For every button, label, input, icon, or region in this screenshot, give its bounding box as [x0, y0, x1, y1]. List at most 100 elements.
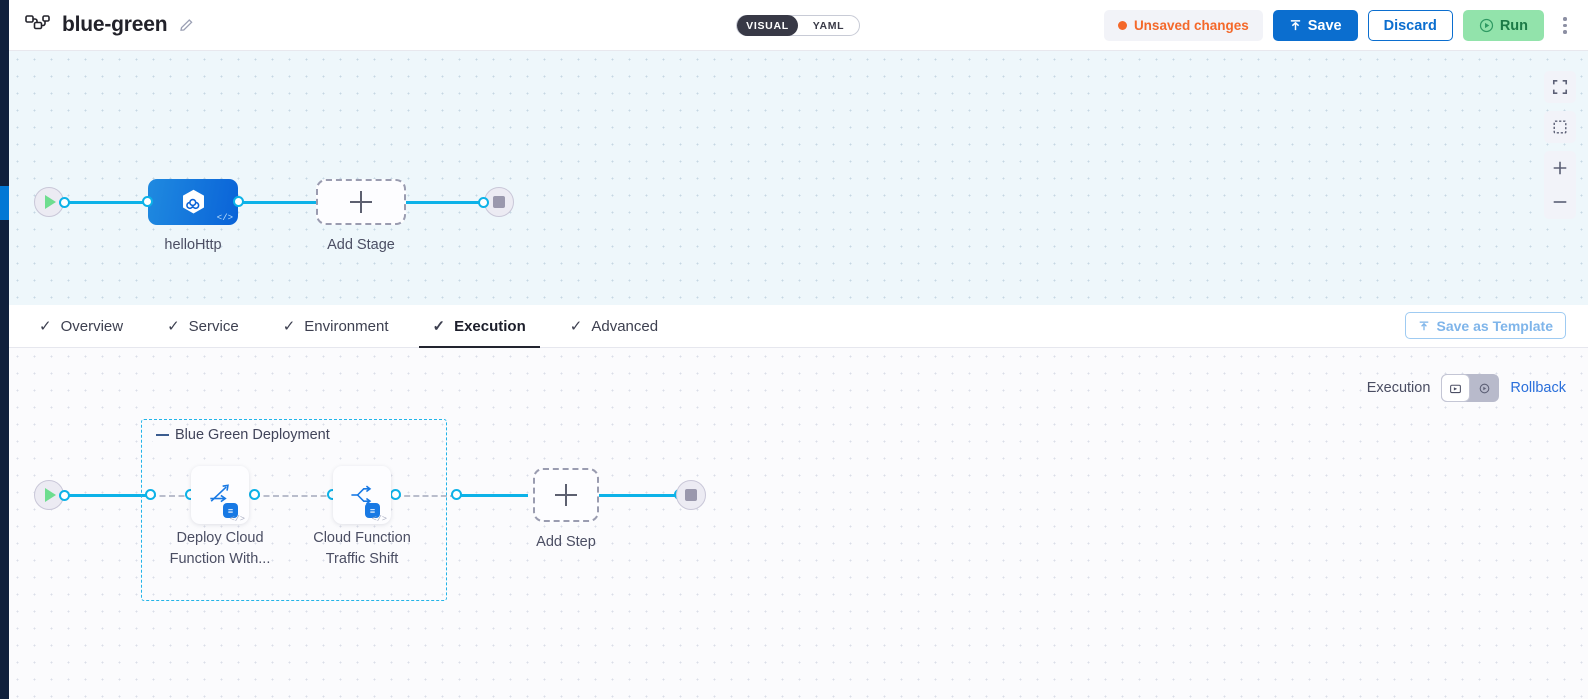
group-title-label: Blue Green Deployment: [175, 427, 330, 443]
plus-icon-v: [565, 484, 567, 506]
view-mode-toggle[interactable]: VISUAL YAML: [736, 15, 860, 36]
discard-label: Discard: [1383, 17, 1437, 34]
header-actions: Unsaved changes Save Discard Run: [1103, 10, 1574, 41]
step-node-label: Cloud Function Traffic Shift: [313, 530, 411, 567]
execution-view-icon[interactable]: [1441, 374, 1471, 402]
add-stage-label: Add Stage: [327, 237, 395, 253]
start-node-port[interactable]: [59, 197, 70, 208]
execution-toolbar: Execution Rollback: [1367, 374, 1566, 402]
rollback-link[interactable]: Rollback: [1510, 380, 1566, 396]
add-step-button[interactable]: [533, 468, 599, 522]
execution-start-port[interactable]: [59, 490, 70, 501]
code-glyph-icon: </>: [216, 213, 233, 223]
stop-icon: [685, 489, 697, 501]
left-nav-rail: [0, 0, 9, 699]
tab-overview[interactable]: ✓ Overview: [25, 305, 137, 348]
add-step-label: Add Step: [536, 534, 596, 550]
edge-addstage-to-end: [394, 201, 490, 204]
zoom-in-icon[interactable]: [1544, 151, 1576, 185]
step-node-traffic-shift[interactable]: ≡ </> Cloud Function Traffic Shift: [313, 466, 411, 567]
save-button[interactable]: Save: [1272, 10, 1358, 41]
step-node-deploy-cloud-function[interactable]: ≡ </> Deploy Cloud Function With...: [170, 466, 270, 567]
check-icon: ✓: [39, 318, 52, 335]
traffic-shift-icon: [351, 485, 372, 505]
play-circle-icon: [1479, 18, 1493, 33]
kebab-menu-icon[interactable]: [1556, 10, 1574, 41]
start-node[interactable]: [34, 187, 70, 217]
step-node-body[interactable]: ≡ </>: [191, 466, 249, 524]
execution-end-node[interactable]: [676, 480, 706, 510]
tab-environment-label: Environment: [304, 317, 389, 335]
add-step-node[interactable]: Add Step: [533, 468, 599, 550]
check-icon: ✓: [282, 318, 296, 335]
step2-output-port[interactable]: [390, 489, 401, 500]
stage-node-hellohttp[interactable]: </> helloHttp: [142, 179, 244, 253]
step-node-body[interactable]: ≡ </>: [333, 466, 391, 524]
page-title: blue-green: [62, 13, 168, 36]
tab-service[interactable]: ✓ Service: [153, 305, 253, 348]
stage-group-blue-green-deployment[interactable]: [141, 419, 447, 601]
group-input-port[interactable]: [145, 489, 156, 500]
play-icon: [45, 488, 56, 502]
gcp-badge-icon: ≡: [365, 503, 380, 518]
add-stage-node[interactable]: Add Stage: [316, 179, 406, 253]
tab-execution[interactable]: ✓ Execution: [418, 305, 541, 349]
code-glyph-icon: </>: [229, 514, 245, 524]
edge-group-to-step1: [150, 495, 194, 497]
save-as-template-label: Save as Template: [1436, 317, 1553, 334]
edge-step1-to-step2: [254, 495, 336, 497]
stage-node-input-port[interactable]: [142, 196, 153, 207]
template-upload-icon: [1419, 321, 1428, 330]
discard-button[interactable]: Discard: [1367, 10, 1453, 41]
header-left-group: blue-green: [9, 13, 195, 37]
step-node-label: Deploy Cloud Function With...: [169, 530, 271, 567]
tab-service-label: Service: [188, 317, 239, 335]
stage-node-body[interactable]: </>: [148, 179, 238, 225]
rollback-view-icon[interactable]: [1470, 374, 1499, 402]
execution-canvas[interactable]: ≡ </> Deploy Cloud Function With... ≡ </…: [9, 348, 1588, 699]
step1-output-port[interactable]: [249, 489, 260, 500]
gcp-badge-icon: ≡: [223, 503, 238, 518]
tab-execution-label: Execution: [454, 317, 526, 335]
config-tabbar: ✓ Overview ✓ Service ✓ Environment ✓ Exe…: [9, 305, 1588, 349]
stage-node-output-port[interactable]: [233, 196, 244, 207]
left-rail-active-indicator: [0, 186, 9, 220]
stage-canvas[interactable]: </> helloHttp Add Stage: [9, 51, 1588, 305]
pipeline-header: blue-green VISUAL YAML Unsaved changes: [9, 0, 1588, 51]
upload-icon: [1290, 20, 1300, 31]
add-stage-button[interactable]: [316, 179, 406, 225]
tab-advanced[interactable]: ✓ Advanced: [556, 305, 672, 348]
execution-rollback-toggle[interactable]: [1441, 374, 1500, 402]
fit-screen-icon[interactable]: [1544, 71, 1576, 103]
end-node-circle: [676, 480, 706, 510]
end-node[interactable]: [478, 187, 514, 217]
group-output-port[interactable]: [451, 489, 462, 500]
plus-icon-v: [360, 191, 362, 213]
tab-environment[interactable]: ✓ Environment: [269, 305, 403, 348]
end-node-port[interactable]: [478, 197, 489, 208]
execution-start-node[interactable]: [34, 480, 70, 510]
edge-step2-to-group-end: [395, 495, 456, 497]
run-label: Run: [1499, 17, 1528, 34]
edge-group-to-addstep: [456, 494, 528, 497]
tab-overview-label: Overview: [60, 317, 124, 335]
check-icon: ✓: [167, 318, 180, 335]
stop-icon: [493, 196, 505, 208]
toggle-visual[interactable]: VISUAL: [737, 15, 798, 36]
save-as-template-button[interactable]: Save as Template: [1404, 312, 1566, 339]
group-collapse-icon[interactable]: [156, 433, 169, 437]
check-icon: ✓: [432, 318, 446, 335]
pencil-icon[interactable]: [178, 17, 195, 34]
frame-select-icon[interactable]: [1544, 111, 1576, 143]
toggle-yaml[interactable]: YAML: [812, 19, 845, 32]
run-button[interactable]: Run: [1462, 10, 1544, 41]
edge-addstep-to-end: [591, 494, 676, 497]
zoom-out-icon[interactable]: [1544, 185, 1576, 219]
edge-stage-to-addstage: [228, 201, 324, 204]
edge-start-to-group: [62, 494, 150, 497]
code-glyph-icon: </>: [371, 514, 387, 524]
check-icon: ✓: [569, 318, 583, 335]
zoom-controls: [1544, 151, 1576, 219]
tab-advanced-label: Advanced: [591, 317, 659, 335]
